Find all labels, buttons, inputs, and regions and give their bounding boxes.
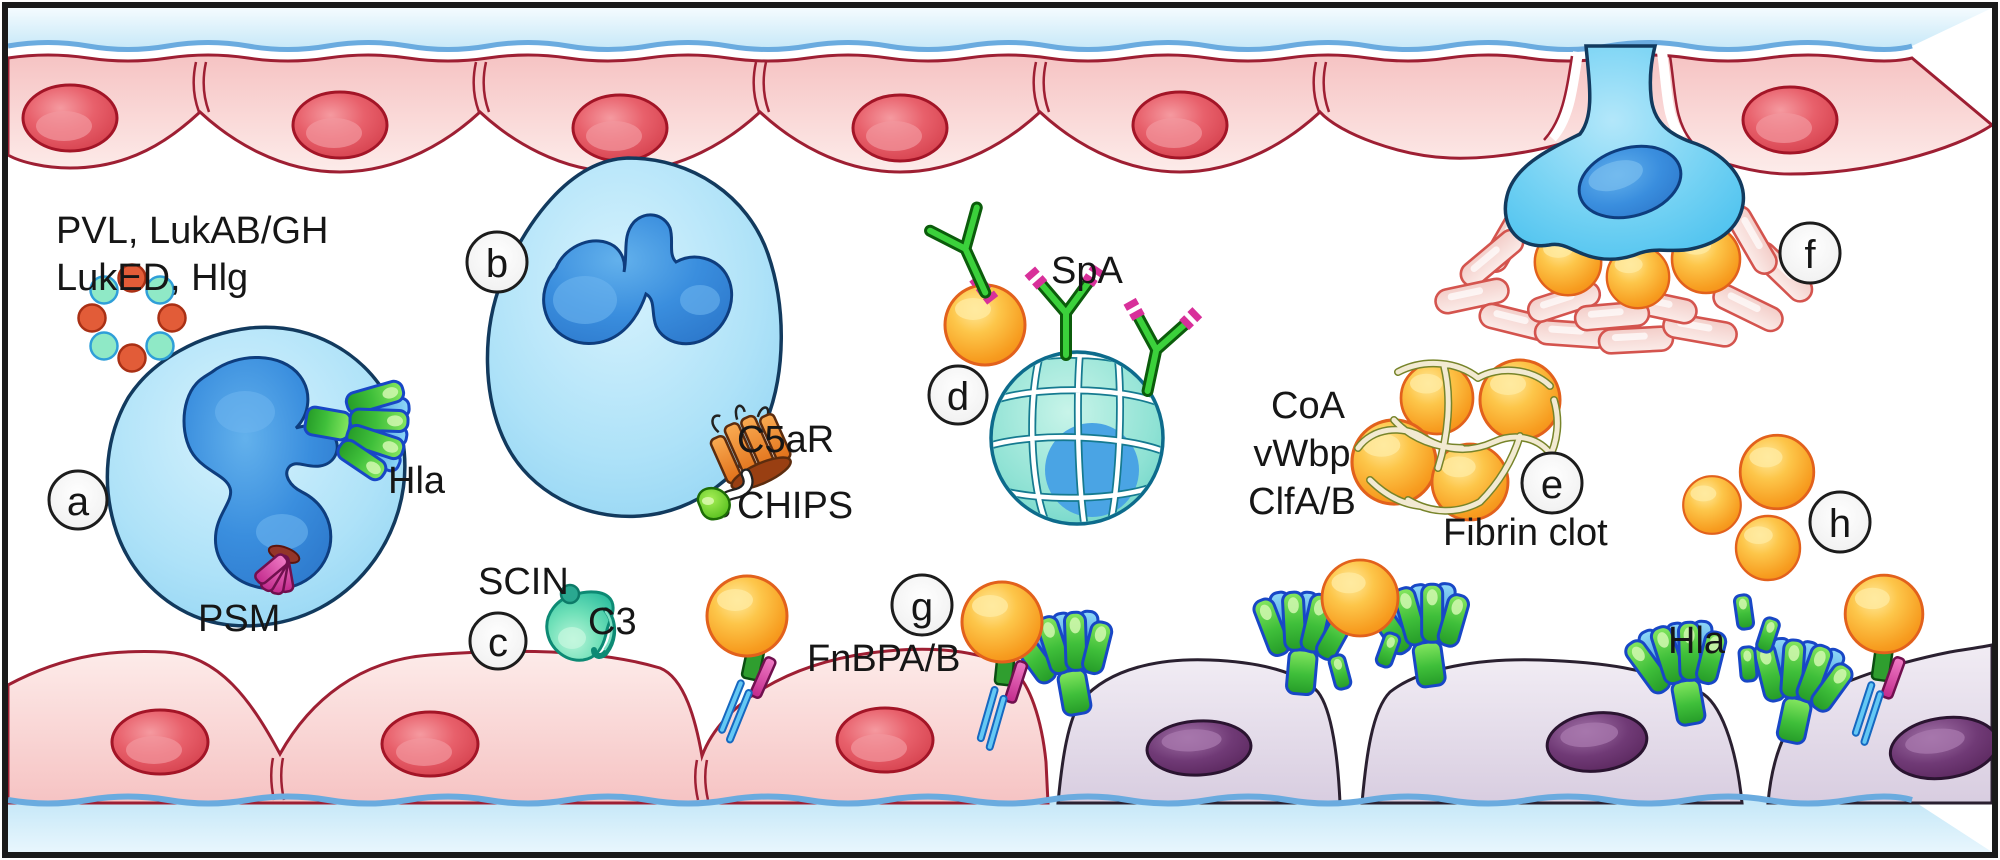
label-clfab: ClfA/B — [1248, 481, 1356, 523]
junction-clefts-bottom — [269, 757, 710, 801]
badge-b — [465, 230, 529, 294]
label-fibrin-clot: Fibrin clot — [1443, 512, 1608, 554]
leukocidin-pore-ring — [77, 263, 187, 373]
panel-f — [1432, 44, 1819, 356]
label-vwbp: vWbp — [1253, 433, 1350, 475]
badge-c — [468, 611, 528, 671]
badge-f — [1778, 221, 1842, 285]
label-hla-a: Hla — [388, 460, 446, 502]
scin-molecule — [559, 583, 581, 605]
label-c5ar: C5aR — [737, 419, 834, 461]
badge-g-letter: g — [911, 585, 933, 629]
junction-gap-right-edge — [1657, 51, 1687, 142]
spa-antibody — [924, 201, 999, 305]
label-toxins-line1: PVL, LukAB/GH — [56, 210, 328, 252]
panel-b — [485, 156, 792, 521]
labels: PVL, LukAB/GH LukED, Hlg Hla PSM C5aR CH… — [56, 210, 1726, 680]
antibody-fc-bound — [1122, 295, 1205, 397]
junction-gap-left-edge — [1548, 51, 1583, 142]
badge-e — [1520, 451, 1584, 515]
neutrophil-b — [485, 156, 783, 519]
panel-e-fibrin-clot — [1350, 358, 1562, 522]
panel-d — [924, 201, 1205, 526]
badge-d-letter: d — [947, 375, 969, 419]
endothelium-top — [7, 53, 1993, 176]
junction-edge-red-right — [1668, 55, 1693, 143]
badge-c-letter: c — [488, 621, 508, 665]
basement-membrane-wave — [7, 793, 1913, 807]
endothelial-nuclei-top — [21, 83, 1839, 163]
chips-molecule — [696, 486, 731, 521]
endothelium-bottom-healthy — [7, 647, 1050, 805]
staphylococcus — [1682, 475, 1742, 535]
staphylococcus — [1734, 514, 1802, 582]
junction-edge-red-left — [1543, 55, 1574, 141]
panel-c — [545, 583, 617, 662]
endothelial-nuclei-bottom — [110, 706, 935, 778]
badge-a — [47, 469, 109, 531]
vessel-wall-band-top — [8, 8, 1992, 50]
hla-monomer — [1732, 592, 1756, 632]
staphylococcus — [705, 574, 789, 658]
staphylococcus — [1320, 558, 1400, 638]
label-psm: PSM — [198, 598, 280, 640]
label-coa: CoA — [1271, 385, 1346, 427]
hla-monomer — [1326, 652, 1354, 692]
vessel-wall-band-bottom — [8, 796, 1992, 852]
badge-h — [1808, 490, 1872, 554]
panel-badges: a b c d e f g h — [47, 221, 1872, 671]
staphylococcus — [1843, 573, 1925, 655]
badge-a-letter: a — [67, 480, 90, 524]
label-scin: SCIN — [478, 561, 569, 603]
psm-cluster — [254, 544, 301, 596]
staphylococcus — [960, 580, 1044, 664]
label-c3: C3 — [588, 601, 637, 643]
badge-d — [927, 364, 989, 426]
endothelium-bottom-damaged — [1056, 643, 1993, 805]
badge-e-letter: e — [1541, 463, 1563, 507]
badge-f-letter: f — [1804, 233, 1816, 277]
hla-monomer — [1737, 644, 1759, 684]
panel-a — [77, 263, 418, 628]
hla-monomer — [1373, 629, 1403, 671]
label-chips: CHIPS — [737, 485, 853, 527]
extravasating-neutrophil-nucleus — [1577, 144, 1683, 220]
label-spa: SpA — [1051, 250, 1123, 292]
junction-clefts-top — [192, 61, 1331, 113]
staphylococcus — [1738, 433, 1816, 511]
badge-g — [890, 573, 954, 637]
badge-h-letter: h — [1829, 502, 1851, 546]
label-hla-h: Hla — [1668, 620, 1726, 662]
label-toxins-line2: LukED, Hlg — [56, 257, 248, 299]
label-fnbpab: FnBPA/B — [807, 638, 960, 680]
antibody-fc-bound — [1022, 261, 1106, 361]
badge-b-letter: b — [486, 242, 508, 286]
